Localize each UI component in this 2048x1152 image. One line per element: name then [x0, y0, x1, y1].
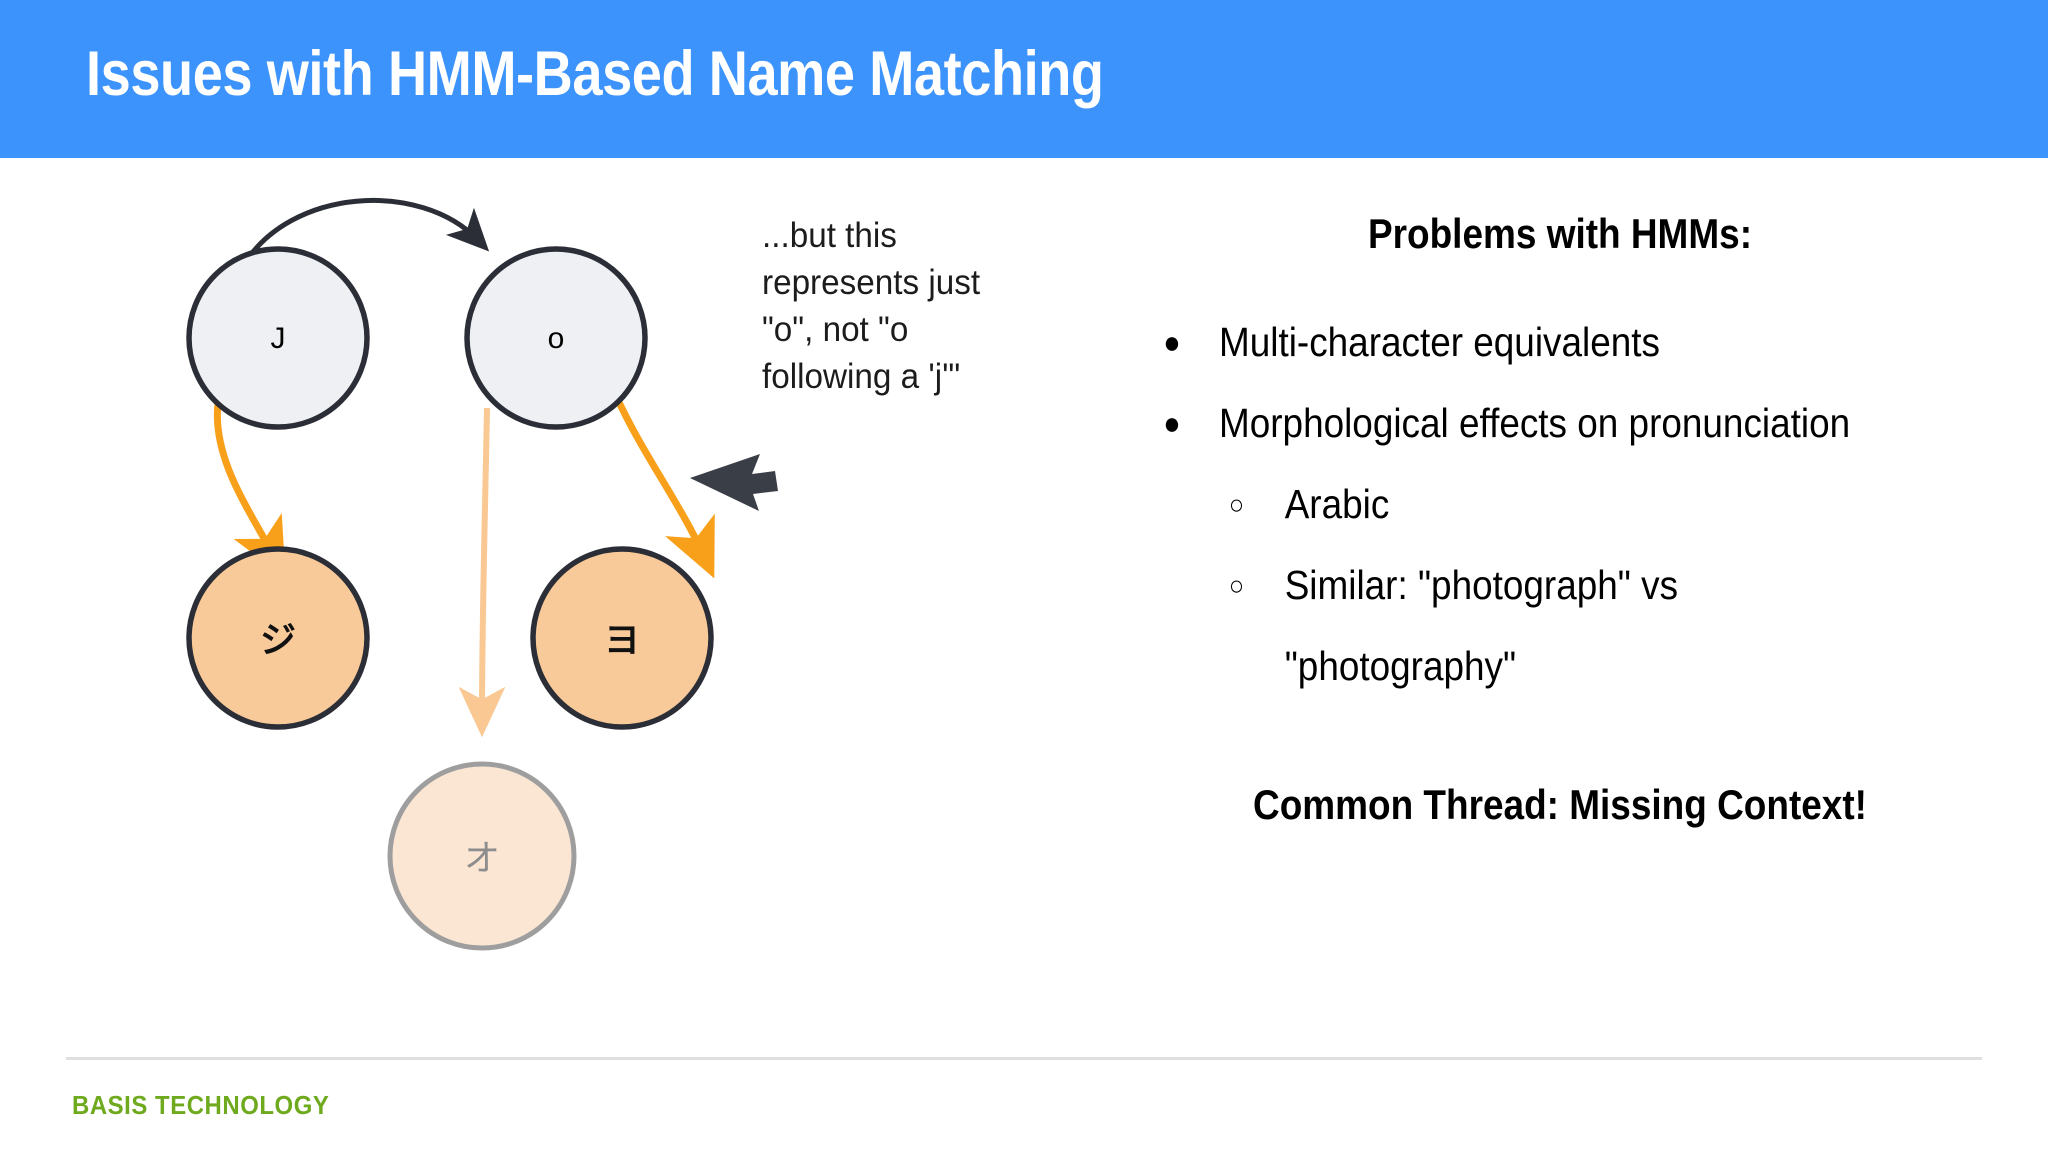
edge-o-to-o-kana-faded [458, 407, 506, 738]
node-emission-yo[interactable]: ヨ [530, 546, 714, 730]
node-state-j[interactable]: J [186, 246, 370, 430]
node-label-j: J [271, 322, 286, 355]
node-label-o-kana: オ [464, 838, 500, 879]
edge-o-to-yo [613, 396, 715, 579]
slide-header-bar: Issues with HMM-Based Name Matching [0, 0, 2048, 158]
bullet-label: Multi-character equivalents [1219, 319, 1660, 365]
list-item: ○ Similar: "photograph" vs "photography" [1120, 545, 1912, 707]
bullet-label: Morphological effects on pronunciation [1219, 400, 1851, 446]
node-label-yo: ヨ [604, 620, 640, 661]
sub-bullet-marker-icon: ○ [1228, 489, 1245, 520]
bullet-marker-icon: ● [1163, 405, 1181, 441]
callout-arrow-icon [690, 454, 778, 511]
list-item: ● Morphological effects on pronunciation [1120, 383, 1912, 464]
footer-divider [66, 1057, 1982, 1060]
bullet-marker-icon: ● [1163, 324, 1181, 360]
callout-text: ...but this represents just "o", not "o … [762, 216, 981, 396]
list-item: ○ Arabic [1120, 464, 1912, 545]
slide-title: Issues with HMM-Based Name Matching [86, 39, 1104, 109]
node-label-o: o [548, 322, 565, 355]
node-state-o[interactable]: o [464, 246, 648, 430]
sub-bullet-label: Similar: "photograph" vs "photography" [1284, 562, 1679, 689]
problems-heading: Problems with HMMs: [1367, 210, 1753, 257]
conclusion-text: Common Thread: Missing Context! [1253, 781, 1867, 828]
sub-bullet-label: Arabic [1284, 481, 1390, 527]
edge-j-to-ji [213, 402, 286, 578]
problems-sub-bullet-list: ○ Arabic ○ Similar: "photograph" vs "pho… [1120, 464, 2000, 707]
footer-brand-label: BASIS TECHNOLOGY [72, 1090, 330, 1120]
edge-j-to-o [240, 197, 490, 268]
node-emission-o-kana[interactable]: オ [387, 761, 577, 951]
problems-bullet-list: ● Multi-character equivalents ● Morpholo… [1120, 302, 2000, 707]
node-emission-ji[interactable]: ジ [186, 546, 370, 730]
node-label-ji: ジ [260, 620, 296, 661]
list-item: ● Multi-character equivalents [1120, 302, 1912, 383]
sub-bullet-marker-icon: ○ [1228, 570, 1245, 601]
right-content-column: Problems with HMMs: ● Multi-character eq… [1120, 210, 2000, 829]
hmm-state-diagram: J o ジ ヨ オ [0, 158, 1020, 1038]
